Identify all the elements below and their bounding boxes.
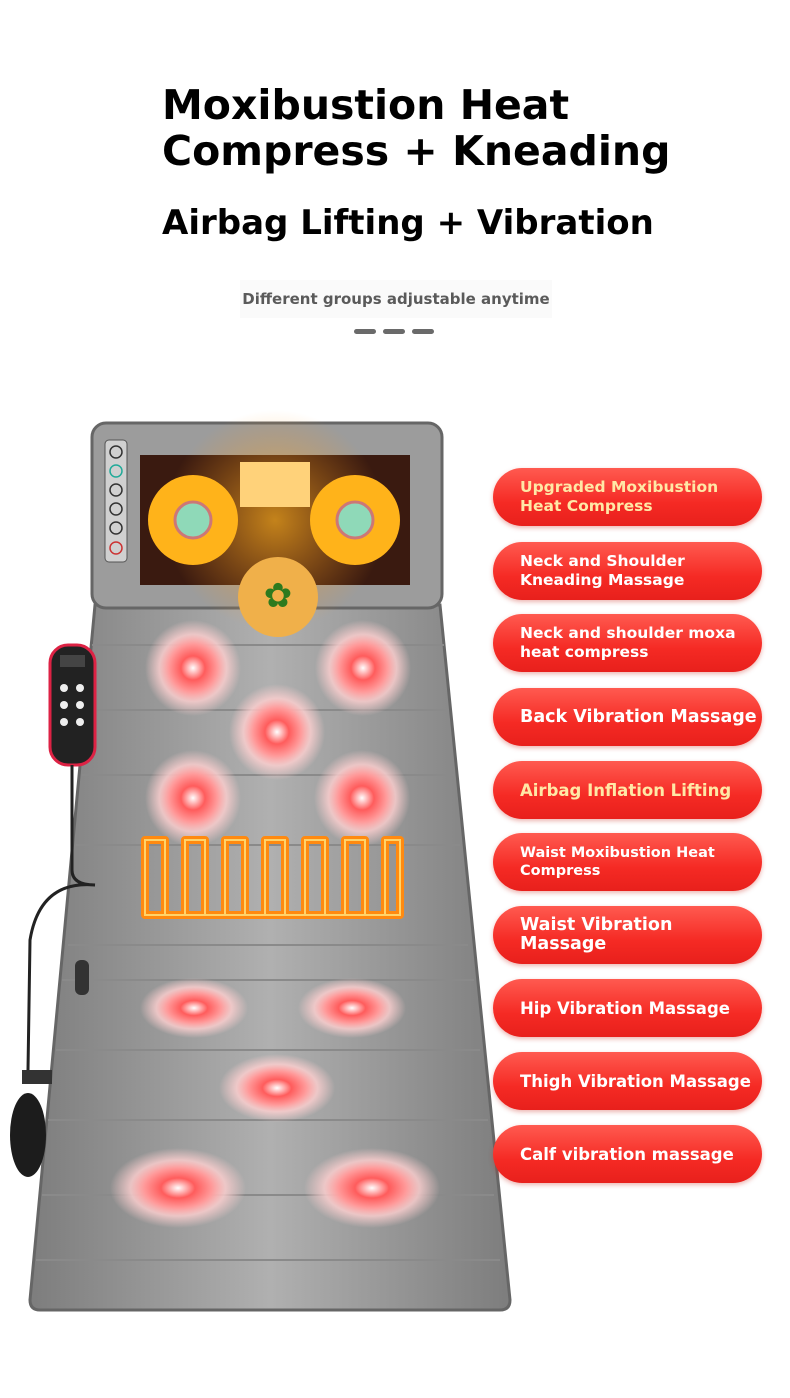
feature-label-calf-vibration: Calf vibration massage xyxy=(493,1125,762,1183)
adjustable-note: Different groups adjustable anytime xyxy=(240,280,552,318)
feature-label-airbag: Airbag Inflation Lifting xyxy=(493,761,762,819)
page-title: Moxibustion Heat Compress + Kneading xyxy=(162,81,671,175)
feature-label-back-vibration: Back Vibration Massage xyxy=(493,688,762,746)
svg-text:✿: ✿ xyxy=(264,576,293,616)
page-subtitle: Airbag Lifting + Vibration xyxy=(162,203,654,243)
divider-dots xyxy=(354,329,434,334)
feature-label-hip-vibration: Hip Vibration Massage xyxy=(493,979,762,1037)
feature-label-waist-moxibustion: Waist Moxibustion Heat Compress xyxy=(493,833,762,891)
feature-label-thigh-vibration: Thigh Vibration Massage xyxy=(493,1052,762,1110)
massage-mat-illustration: ✿ xyxy=(10,410,512,1312)
feature-label-moxibustion: Upgraded Moxibustion Heat Compress xyxy=(493,468,762,526)
feature-label-waist-vibration: Waist Vibration Massage xyxy=(493,906,762,964)
feature-label-neck-moxa: Neck and shoulder moxa heat compress xyxy=(493,614,762,672)
feature-label-neck-kneading: Neck and Shoulder Kneading Massage xyxy=(493,542,762,600)
